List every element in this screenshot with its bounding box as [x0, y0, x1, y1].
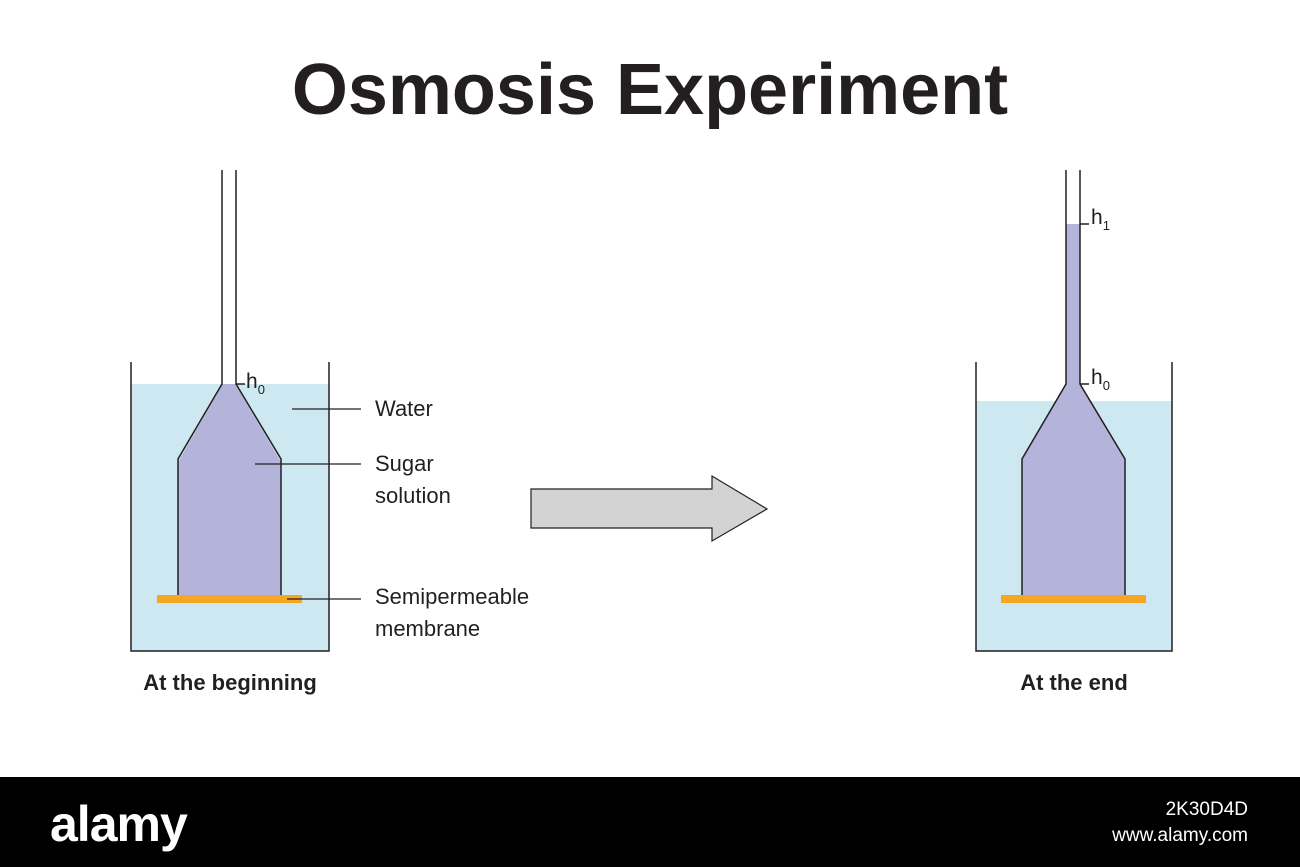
h0-subscript-end: 0	[1103, 378, 1110, 393]
image-id: 2K30D4D	[1165, 799, 1248, 820]
right-arrow	[530, 474, 769, 543]
funnel-outline-end	[1021, 170, 1067, 596]
h1-subscript: 1	[1103, 218, 1110, 233]
h0-letter-end: h	[1091, 366, 1103, 389]
beaker-beginning: h0	[130, 170, 330, 652]
beaker-end: h1 h0	[975, 170, 1173, 652]
stock-footer: alamy 2K30D4D www.alamy.com	[0, 777, 1300, 867]
beaker-outline-beginning	[130, 362, 330, 652]
membrane-label-line1: Semipermeable	[375, 584, 529, 609]
h0-label-end: h0	[1091, 366, 1110, 393]
h0-label-beginning: h0	[246, 370, 265, 397]
membrane-end	[1001, 595, 1146, 603]
sugar-label-line1: Sugar	[375, 451, 434, 476]
membrane-label-line2: membrane	[375, 616, 480, 641]
h1-letter: h	[1091, 206, 1103, 229]
beaker-outline-end	[975, 362, 1173, 652]
caption-end: At the end	[1020, 670, 1128, 695]
h0-letter: h	[246, 370, 258, 393]
membrane-beginning	[157, 595, 302, 603]
site-url: www.alamy.com	[1112, 825, 1248, 846]
page-title: Osmosis Experiment	[291, 50, 1009, 130]
sugar-solution-beginning	[178, 384, 281, 596]
caption-beginning: At the beginning	[143, 670, 317, 695]
brand-logo: alamy	[50, 796, 188, 852]
callouts: Water Sugar solution Semipermeable membr…	[255, 396, 529, 641]
sugar-solution-end	[1022, 224, 1125, 596]
funnel-outline-beginning	[177, 170, 223, 596]
funnel-outline-end-right	[1079, 170, 1126, 596]
water-label: Water	[375, 396, 433, 421]
funnel-outline-beginning-right	[235, 170, 282, 596]
osmosis-diagram: h0 Water Sugar solution Semipermeable me…	[130, 170, 1173, 695]
h1-label: h1	[1091, 206, 1110, 233]
h0-subscript: 0	[258, 382, 265, 397]
sugar-label-line2: solution	[375, 483, 451, 508]
